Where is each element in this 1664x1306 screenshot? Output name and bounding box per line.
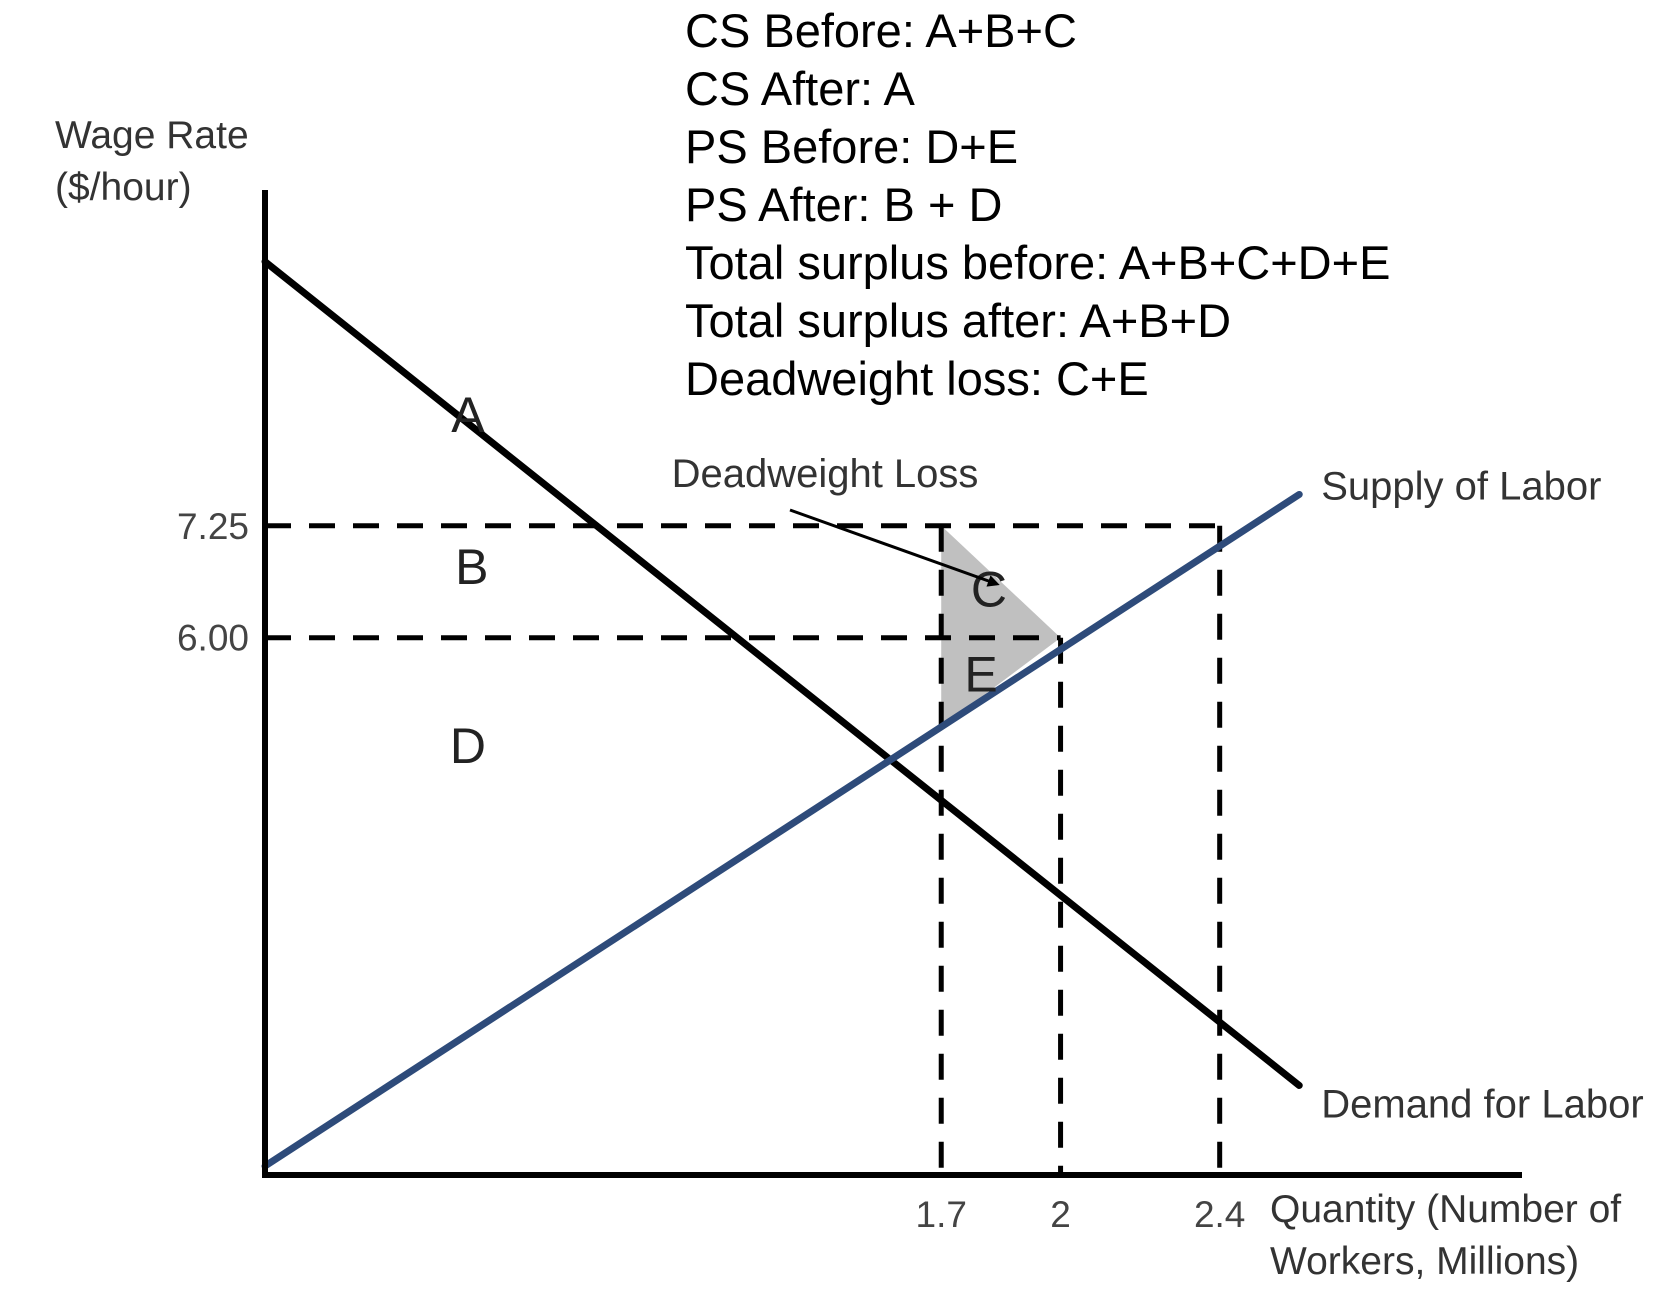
supply-curve	[261, 490, 1303, 1170]
y-axis-title: Wage Rate	[55, 114, 249, 157]
x-tick-label: 2.4	[1194, 1194, 1245, 1235]
x-tick-label: 1.7	[916, 1194, 967, 1235]
y-axis-title: ($/hour)	[55, 166, 192, 209]
region-label-a: A	[451, 387, 485, 443]
region-label-d: D	[450, 718, 486, 774]
region-label-c: C	[971, 561, 1007, 617]
region-label-b: B	[455, 539, 488, 595]
summary-line: Total surplus after: A+B+D	[685, 294, 1232, 347]
deadweight-loss-label: Deadweight Loss	[672, 452, 979, 496]
y-tick-label: 7.25	[177, 506, 249, 547]
dashed-guide-lines	[265, 523, 1223, 1175]
x-tick-label: 2	[1050, 1194, 1071, 1235]
summary-line: Total surplus before: A+B+C+D+E	[685, 236, 1391, 289]
deadweight-loss-area	[941, 525, 1061, 728]
region-label-e: E	[964, 647, 997, 703]
demand-curve-label: Demand for Labor	[1321, 1082, 1643, 1126]
summary-line: PS Before: D+E	[685, 120, 1019, 173]
summary-line: PS After: B + D	[685, 178, 1003, 231]
axes	[262, 190, 1522, 1178]
summary-line: Deadweight loss: C+E	[685, 352, 1149, 405]
demand-curve	[261, 258, 1303, 1089]
x-axis-title: Workers, Millions)	[1270, 1240, 1579, 1283]
chart-labels: Wage Rate ($/hour) Quantity (Number of Work…	[55, 114, 1644, 1283]
curves	[261, 258, 1303, 1170]
x-axis-title: Quantity (Number of	[1270, 1188, 1621, 1231]
summary-line: CS Before: A+B+C	[685, 4, 1077, 57]
deadweight-loss-arrow	[789, 508, 1000, 587]
summary-line: CS After: A	[685, 62, 915, 115]
supply-curve-label: Supply of Labor	[1321, 464, 1601, 508]
y-tick-label: 6.00	[177, 618, 249, 659]
tick-labels: 7.25 6.00 1.7 2 2.4	[177, 506, 1245, 1235]
